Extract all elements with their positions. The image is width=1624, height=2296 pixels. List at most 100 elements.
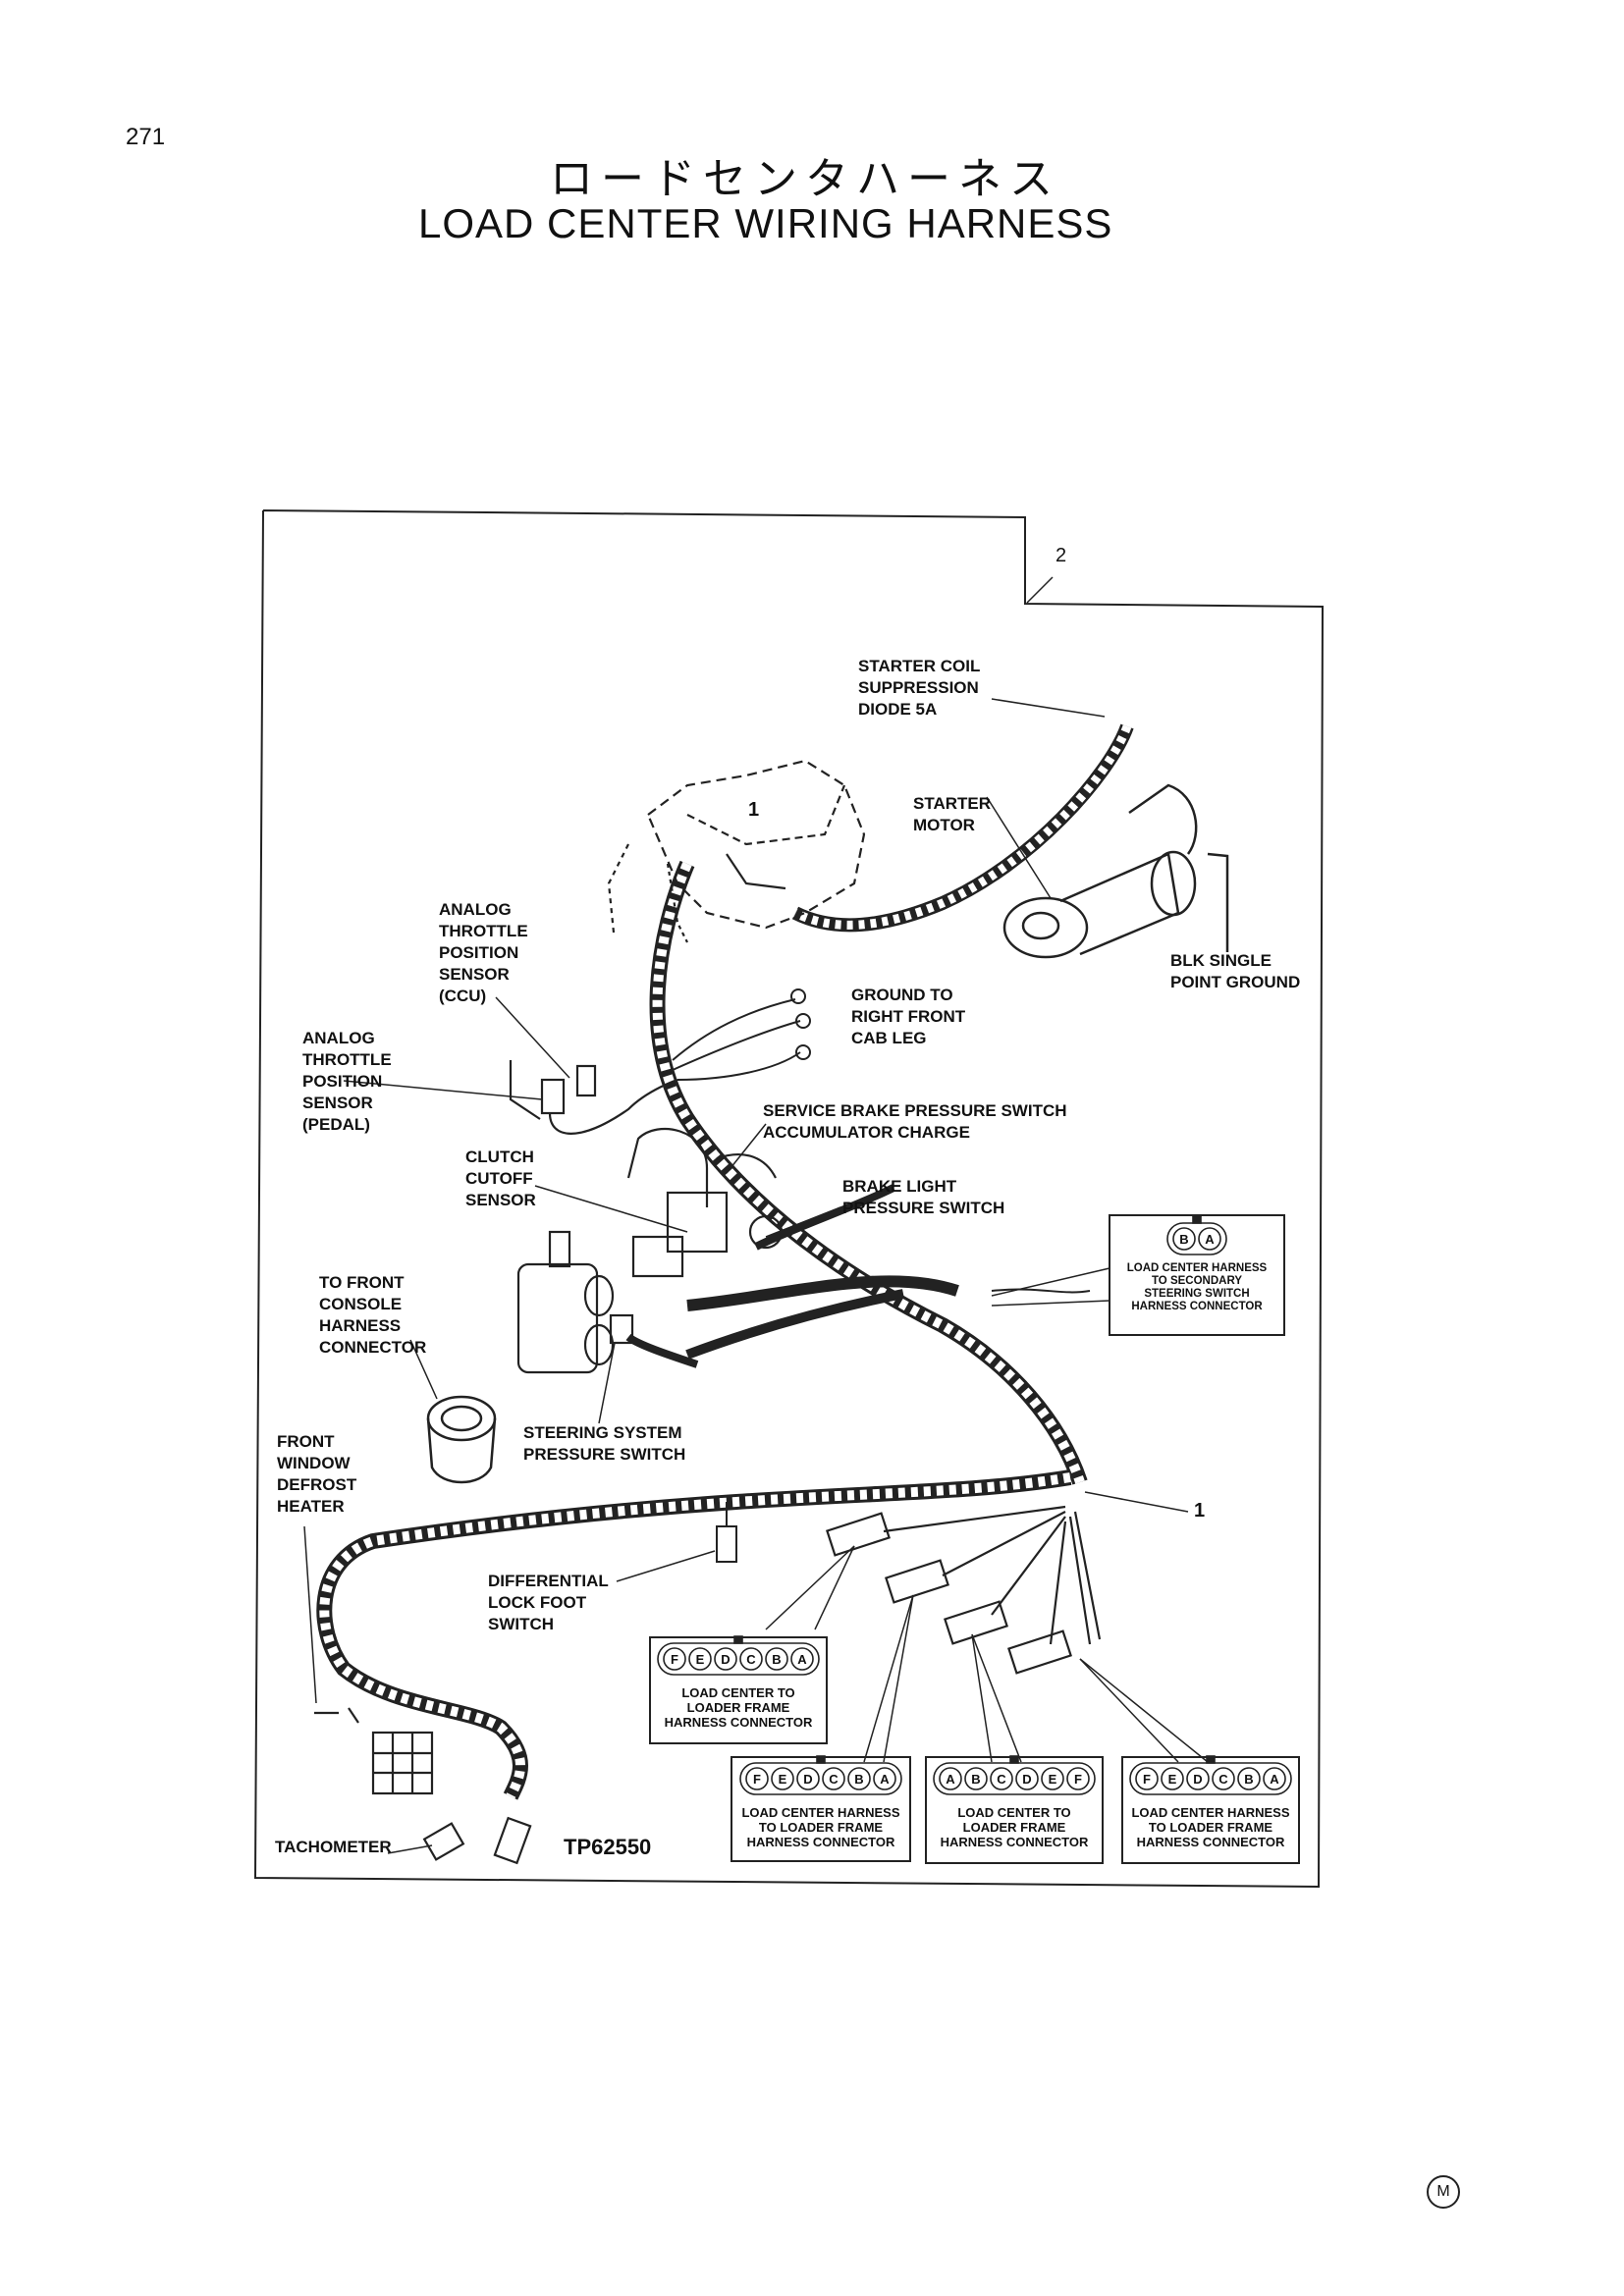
connector-2-pin-label: B xyxy=(854,1772,863,1787)
connector-3-face xyxy=(933,1762,1096,1795)
connector-3-pin-label: A xyxy=(946,1772,955,1787)
connector-3-pin-label: B xyxy=(971,1772,980,1787)
callout-1-top: 1 xyxy=(748,799,760,821)
connector-1-pin-label: D xyxy=(721,1652,730,1667)
connector-3-pin-label: C xyxy=(997,1772,1006,1787)
connector-4-pin-label: B xyxy=(1244,1772,1253,1787)
title-japanese: ロードセンタハーネス xyxy=(550,154,1060,204)
connector-0-pin-B xyxy=(1172,1227,1196,1251)
callout-1-bundle: 1 xyxy=(1194,1500,1206,1522)
connector-2-pin-E xyxy=(771,1767,794,1790)
loader-plugs xyxy=(826,1505,1102,1675)
connector-0-key xyxy=(1192,1215,1202,1224)
connector-2-face xyxy=(739,1762,902,1795)
connector-1-key xyxy=(733,1635,743,1644)
connector-1-face xyxy=(657,1642,820,1676)
connector-1-pin-label: B xyxy=(772,1652,781,1667)
connector-3-pin-label: F xyxy=(1074,1772,1082,1787)
tachometer-block xyxy=(314,1707,532,1865)
connector-2-pin-label: C xyxy=(829,1772,839,1787)
connector-2-pin-D xyxy=(796,1767,820,1790)
steering-switch-sketch xyxy=(516,1230,634,1374)
throttle-sensors xyxy=(509,1060,678,1135)
title-english: LOAD CENTER WIRING HARNESS xyxy=(418,200,1113,246)
connector-4-pin-C xyxy=(1212,1767,1235,1790)
connector-1-pin-F xyxy=(663,1647,686,1671)
connector-4-pin-label: D xyxy=(1193,1772,1202,1787)
connector-2-pin-label: D xyxy=(803,1772,812,1787)
page-number: 271 xyxy=(126,124,166,150)
connector-pin-graphics xyxy=(657,1215,1292,1795)
connector-0-pin-A xyxy=(1198,1227,1221,1251)
connector-2-pin-F xyxy=(745,1767,769,1790)
connector-2-pin-label: A xyxy=(880,1772,890,1787)
connector-4-pin-E xyxy=(1161,1767,1184,1790)
connector-4-pin-D xyxy=(1186,1767,1210,1790)
connector-4-pin-F xyxy=(1135,1767,1159,1790)
connector-3-key xyxy=(1009,1755,1019,1764)
connector-box-0-frame xyxy=(1109,1214,1285,1336)
connector-4-pin-label: F xyxy=(1143,1772,1151,1787)
connector-1-pin-label: C xyxy=(746,1652,756,1667)
connector-3-pin-F xyxy=(1066,1767,1090,1790)
diff-lock-switch xyxy=(716,1502,737,1563)
connector-1-pin-C xyxy=(739,1647,763,1671)
label-tachometer: TACHOMETER xyxy=(275,1838,392,1856)
connector-4-pin-B xyxy=(1237,1767,1261,1790)
starter-motor-sketch xyxy=(1002,783,1229,959)
connector-1-pin-D xyxy=(714,1647,737,1671)
diagram-frame xyxy=(253,509,1325,1889)
connector-3-pin-C xyxy=(990,1767,1013,1790)
connector-0-pin-label: B xyxy=(1179,1232,1188,1247)
connector-2-pin-A xyxy=(873,1767,896,1790)
load-center-sketch xyxy=(607,759,866,943)
connector-2-pin-label: E xyxy=(779,1772,787,1787)
callout-2: 2 xyxy=(1056,545,1067,566)
callout-line-2 xyxy=(1026,576,1054,604)
connector-3-pin-B xyxy=(964,1767,988,1790)
connector-1-pin-label: F xyxy=(671,1652,678,1667)
connector-3-pin-A xyxy=(939,1767,962,1790)
connector-0-face xyxy=(1166,1222,1227,1255)
connector-2-key xyxy=(816,1755,826,1764)
connector-1-pin-A xyxy=(790,1647,814,1671)
connector-3-pin-label: E xyxy=(1049,1772,1057,1787)
connector-3-pin-D xyxy=(1015,1767,1039,1790)
connector-1-pin-label: E xyxy=(696,1652,705,1667)
connector-0-pin-label: A xyxy=(1205,1232,1215,1247)
brake-switch-sketch xyxy=(626,1127,784,1278)
connector-4-key xyxy=(1206,1755,1216,1764)
connector-4-pin-label: E xyxy=(1168,1772,1177,1787)
console-connector-sketch xyxy=(426,1395,497,1484)
connector-2-pin-B xyxy=(847,1767,871,1790)
connector-4-pin-label: A xyxy=(1270,1772,1279,1787)
ground-wires xyxy=(672,988,811,1081)
connector-1-pin-E xyxy=(688,1647,712,1671)
connector-4-pin-label: C xyxy=(1218,1772,1228,1787)
connector-3-pin-E xyxy=(1041,1767,1064,1790)
connector-4-pin-A xyxy=(1263,1767,1286,1790)
connector-3-pin-label: D xyxy=(1022,1772,1031,1787)
connector-2-pin-C xyxy=(822,1767,845,1790)
connector-2-pin-label: F xyxy=(753,1772,761,1787)
connector-1-pin-B xyxy=(765,1647,788,1671)
